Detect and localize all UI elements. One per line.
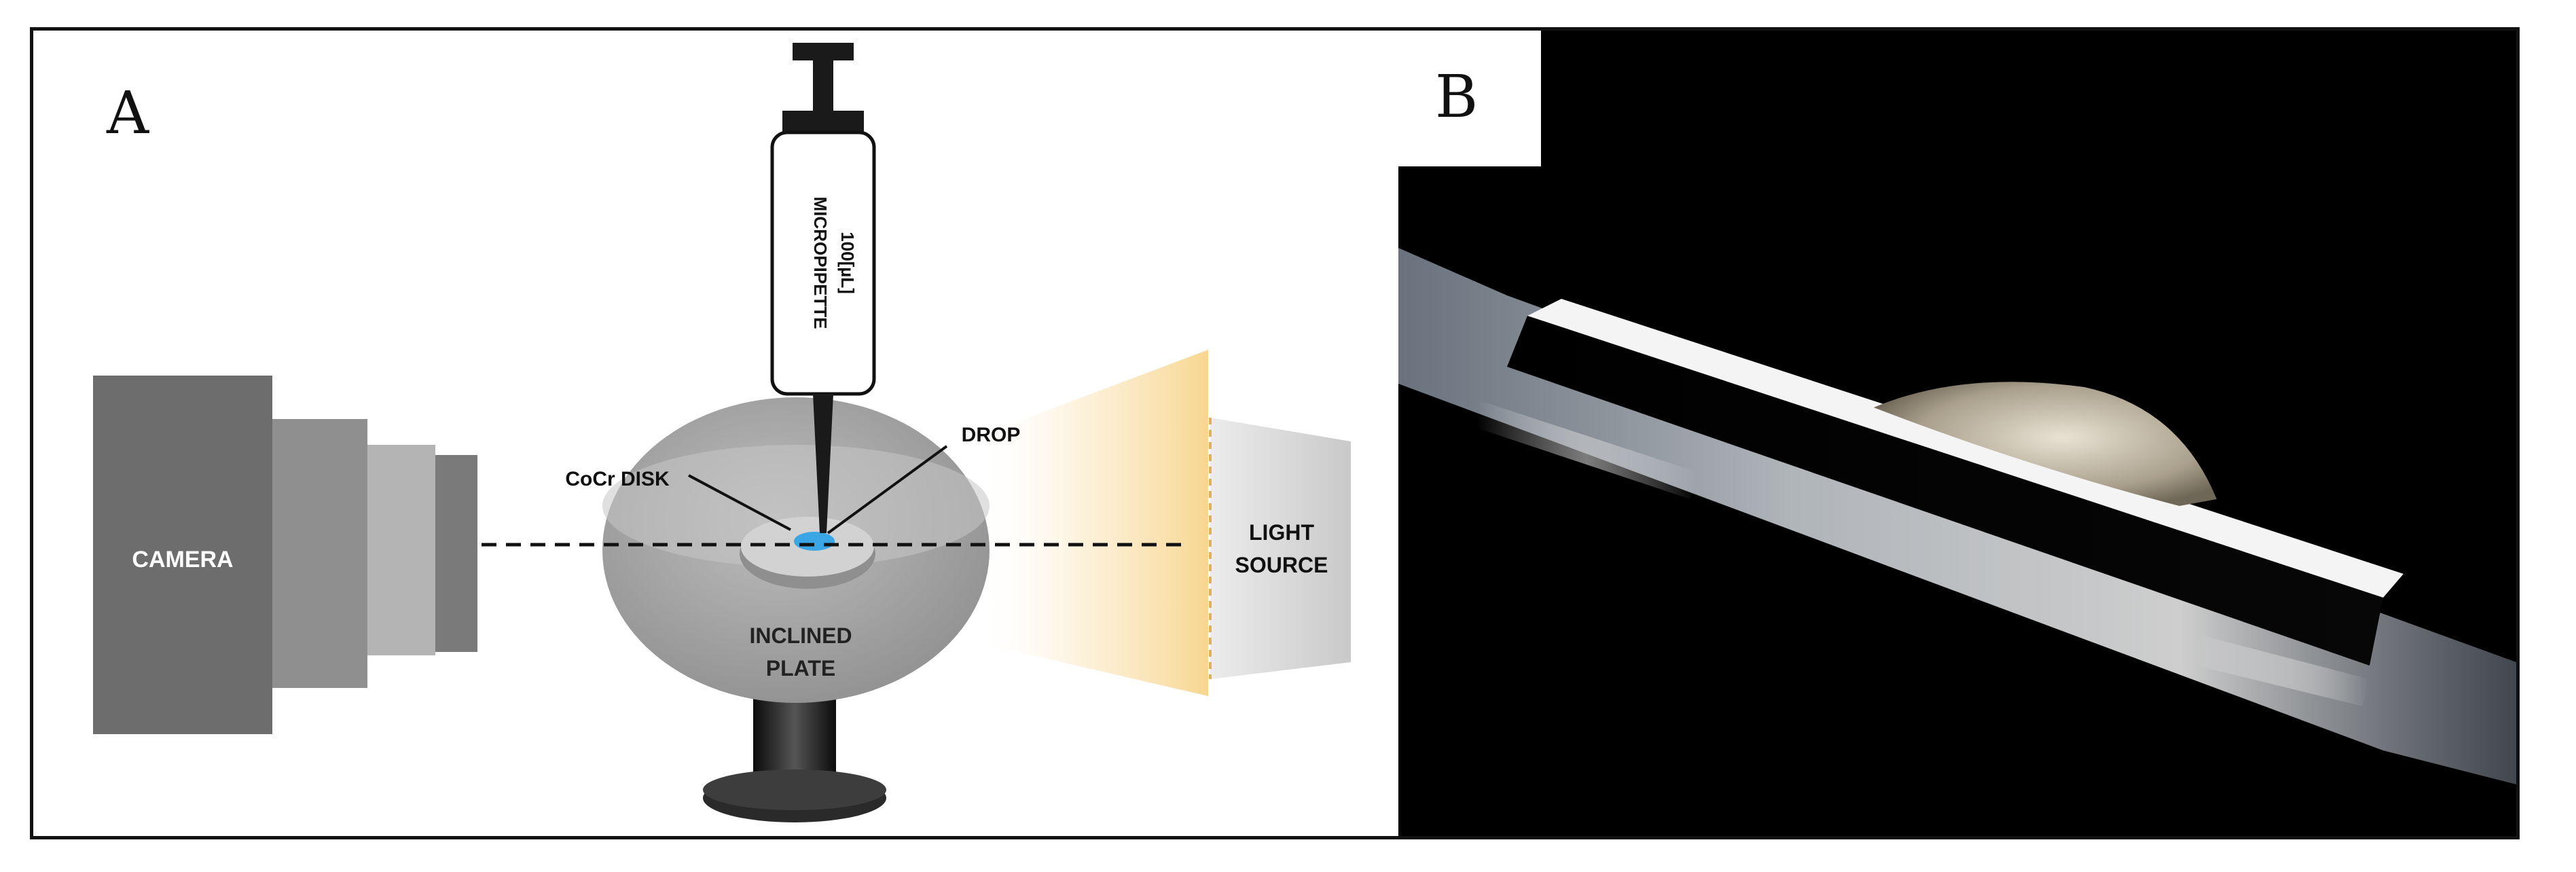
stand-base-top xyxy=(703,769,886,810)
disk-pointer xyxy=(688,474,791,531)
disk-top-surface xyxy=(1527,299,2403,598)
light-source-box xyxy=(1210,418,1351,679)
pipette-label: MICROPIPETTE xyxy=(810,196,831,329)
plate-label-line2: PLATE xyxy=(766,656,836,680)
camera-lens-1 xyxy=(272,419,367,688)
plate-label-line1: INCLINED xyxy=(749,623,852,648)
light-beam xyxy=(974,350,1208,696)
camera-lens-2 xyxy=(367,445,435,655)
pipette-volume-label: 100[µL] xyxy=(837,232,858,294)
light-label-line2: SOURCE xyxy=(1235,553,1328,577)
camera-label: CAMERA xyxy=(132,547,233,573)
panel-b-letter: B xyxy=(1435,63,1479,131)
camera-body xyxy=(93,376,272,734)
drop-label: DROP xyxy=(962,424,1021,446)
inclined-plate-top xyxy=(602,445,990,567)
drop-pointer xyxy=(827,445,948,534)
panel-a-letter: A xyxy=(107,79,149,147)
pipette-collar xyxy=(782,111,864,132)
pipette-tip xyxy=(813,394,833,533)
figure-frame: CAMERA CoCr DISK DROP INCLINED PLATE LIG… xyxy=(30,27,2520,839)
pipette-plunger-cap xyxy=(793,43,854,60)
table-reflection-left xyxy=(1476,401,1697,499)
disk-label: CoCr DISK xyxy=(565,468,670,490)
panel-b-photo: B xyxy=(1398,31,2516,836)
panel-a-drawing: CAMERA CoCr DISK DROP INCLINED PLATE LIG… xyxy=(93,43,1351,822)
panel-a-schematic: CAMERA CoCr DISK DROP INCLINED PLATE LIG… xyxy=(33,31,1398,836)
disk-side xyxy=(1507,316,2383,666)
table-reflection-right xyxy=(2196,635,2370,706)
camera-lens-3 xyxy=(435,455,477,652)
pipette-plunger xyxy=(813,60,833,119)
light-label-line1: LIGHT xyxy=(1249,520,1314,545)
drop xyxy=(794,532,835,551)
drop-on-disk xyxy=(1874,382,2217,506)
panel-b-letter-box xyxy=(1398,31,1541,166)
panel-b-drawing xyxy=(1398,248,2516,784)
